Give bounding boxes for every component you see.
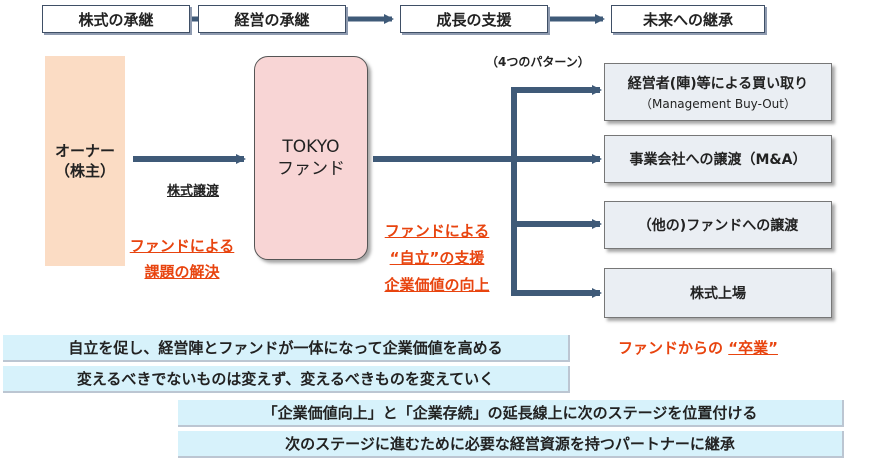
pattern-ipo-label: 株式上場	[690, 286, 746, 302]
pattern-other-fund-label: （他の)ファンドへの譲渡	[637, 218, 799, 234]
stage-growth-support: 成長の支援	[400, 5, 548, 33]
pattern-mbo-label: 経営者(陣)等による買い取り	[627, 75, 809, 92]
pattern-mbo: 経営者(陣)等による買い取り （Management Buy-Out）	[604, 63, 832, 121]
fund-solution-line2: 課題の解決	[144, 263, 220, 281]
stock-transfer-label: 株式譲渡	[166, 184, 219, 199]
owner-box: オーナー （株主）	[45, 56, 125, 266]
pattern-other-fund: （他の)ファンドへの譲渡	[604, 201, 832, 249]
graduation-prefix: ファンドからの	[618, 339, 724, 357]
stage-management-succession: 経営の承継	[198, 5, 346, 33]
fund-support-text: ファンドによる “自立”の支援 企業価値の向上	[372, 218, 502, 299]
stage-stock-succession: 株式の承継	[42, 5, 190, 33]
band-2: 変えるべきでないものは変えず、変えるべきものを変えていく	[3, 366, 570, 393]
graduation-highlight: “卒業”	[728, 339, 778, 357]
band-4: 次のステージに進むために必要な経営資源を持つパートナーに継承	[178, 431, 844, 458]
band-1: 自立を促し、経営陣とファンドが一体になって企業価値を高める	[3, 335, 570, 362]
stage-future-succession: 未来への継承	[611, 5, 765, 33]
pattern-ipo: 株式上場	[604, 268, 832, 318]
tokyo-fund-box: TOKYO ファンド	[254, 56, 368, 260]
pattern-mbo-sub: （Management Buy-Out）	[639, 96, 796, 111]
band-3: 「企業価値向上」と「企業存続」の延長線上に次のステージを位置付ける	[178, 400, 844, 427]
owner-label: オーナー	[54, 142, 115, 160]
pattern-m-and-a-label: 事業会社への譲渡（M&A）	[629, 152, 807, 168]
graduation-text: ファンドからの “卒業”	[618, 337, 848, 358]
patterns-label: （4つのパターン）	[486, 55, 590, 69]
fund-name-line2: ファンド	[277, 159, 345, 179]
fund-solution-line1: ファンドによる	[129, 237, 235, 255]
fund-support-line1: ファンドによる	[384, 222, 490, 240]
owner-sublabel: （株主）	[54, 162, 115, 180]
fund-support-line3: 企業価値の向上	[384, 276, 490, 294]
pattern-m-and-a: 事業会社への譲渡（M&A）	[604, 135, 832, 183]
fund-support-line2: “自立”の支援	[389, 249, 485, 267]
fund-solution-text: ファンドによる 課題の解決	[122, 233, 242, 285]
fund-name-line1: TOKYO	[282, 137, 340, 157]
